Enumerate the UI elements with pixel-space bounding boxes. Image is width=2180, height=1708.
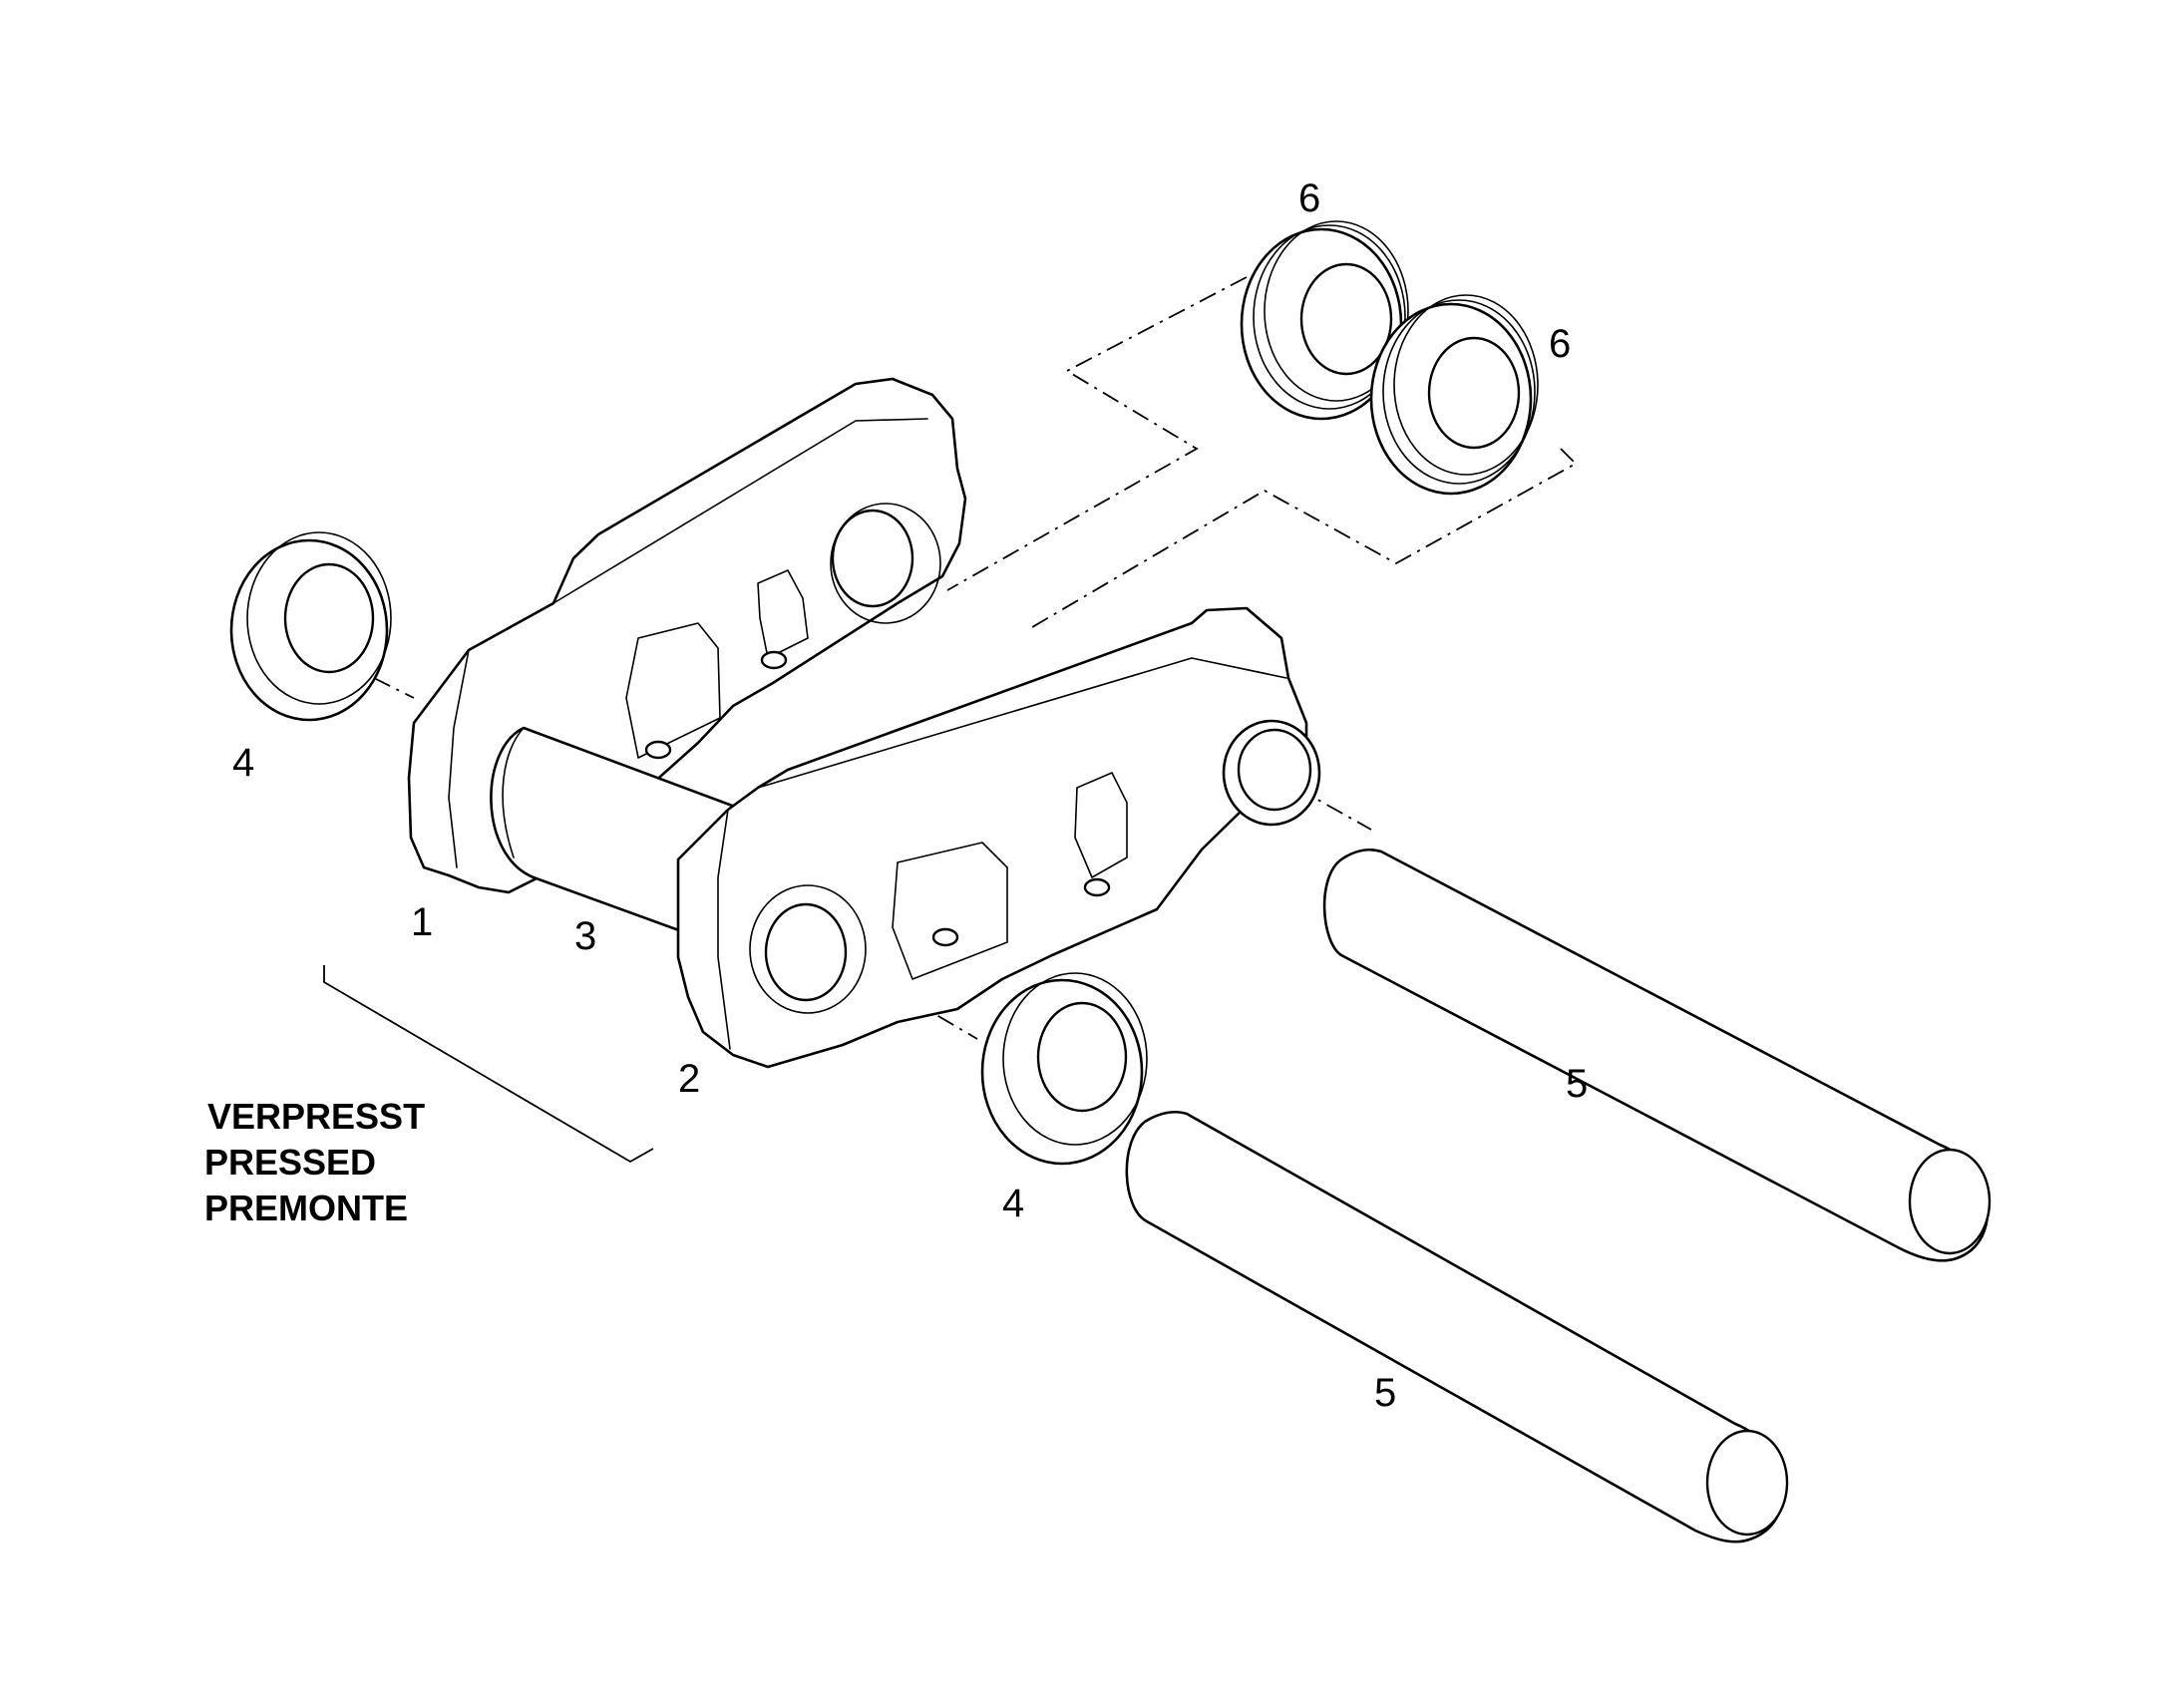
callout-6-lower: 6 xyxy=(1549,322,1571,366)
note-line-premonte: PREMONTE xyxy=(204,1188,408,1228)
callout-4-bottom: 4 xyxy=(1002,1182,1024,1225)
callout-4-left: 4 xyxy=(232,741,254,785)
pressed-bracket xyxy=(323,965,654,1164)
bushing-end-front xyxy=(1222,719,1321,827)
leader-ring-6-upper xyxy=(946,276,1248,591)
track-link-front xyxy=(676,606,1308,1069)
seal-ring-4-bottom xyxy=(980,972,1148,1166)
callout-5-lower: 5 xyxy=(1374,1371,1396,1415)
track-pin-5-lower xyxy=(1125,1110,1789,1543)
seal-ring-6-lower xyxy=(1369,294,1539,496)
note-line-pressed: PRESSED xyxy=(204,1142,376,1183)
callout-3: 3 xyxy=(574,914,596,958)
callout-2: 2 xyxy=(678,1057,700,1101)
leader-ring-4-left xyxy=(373,677,415,699)
note-line-verpresst: VERPRESST xyxy=(207,1096,425,1137)
leader-ring-4-bottom xyxy=(817,944,978,1040)
pressed-note: VERPRESST PRESSED PREMONTE xyxy=(204,1096,425,1228)
seal-ring-4-left xyxy=(229,531,392,722)
seal-ring-6-upper xyxy=(1240,220,1409,421)
leader-ring-6-lower xyxy=(1026,448,1578,631)
callout-labels: 1 2 3 4 4 5 5 6 6 xyxy=(232,176,1588,1415)
track-pin-5-upper xyxy=(1322,848,1992,1262)
callout-5-upper: 5 xyxy=(1566,1062,1588,1106)
callout-6-upper: 6 xyxy=(1298,176,1320,220)
callout-1: 1 xyxy=(411,900,433,944)
